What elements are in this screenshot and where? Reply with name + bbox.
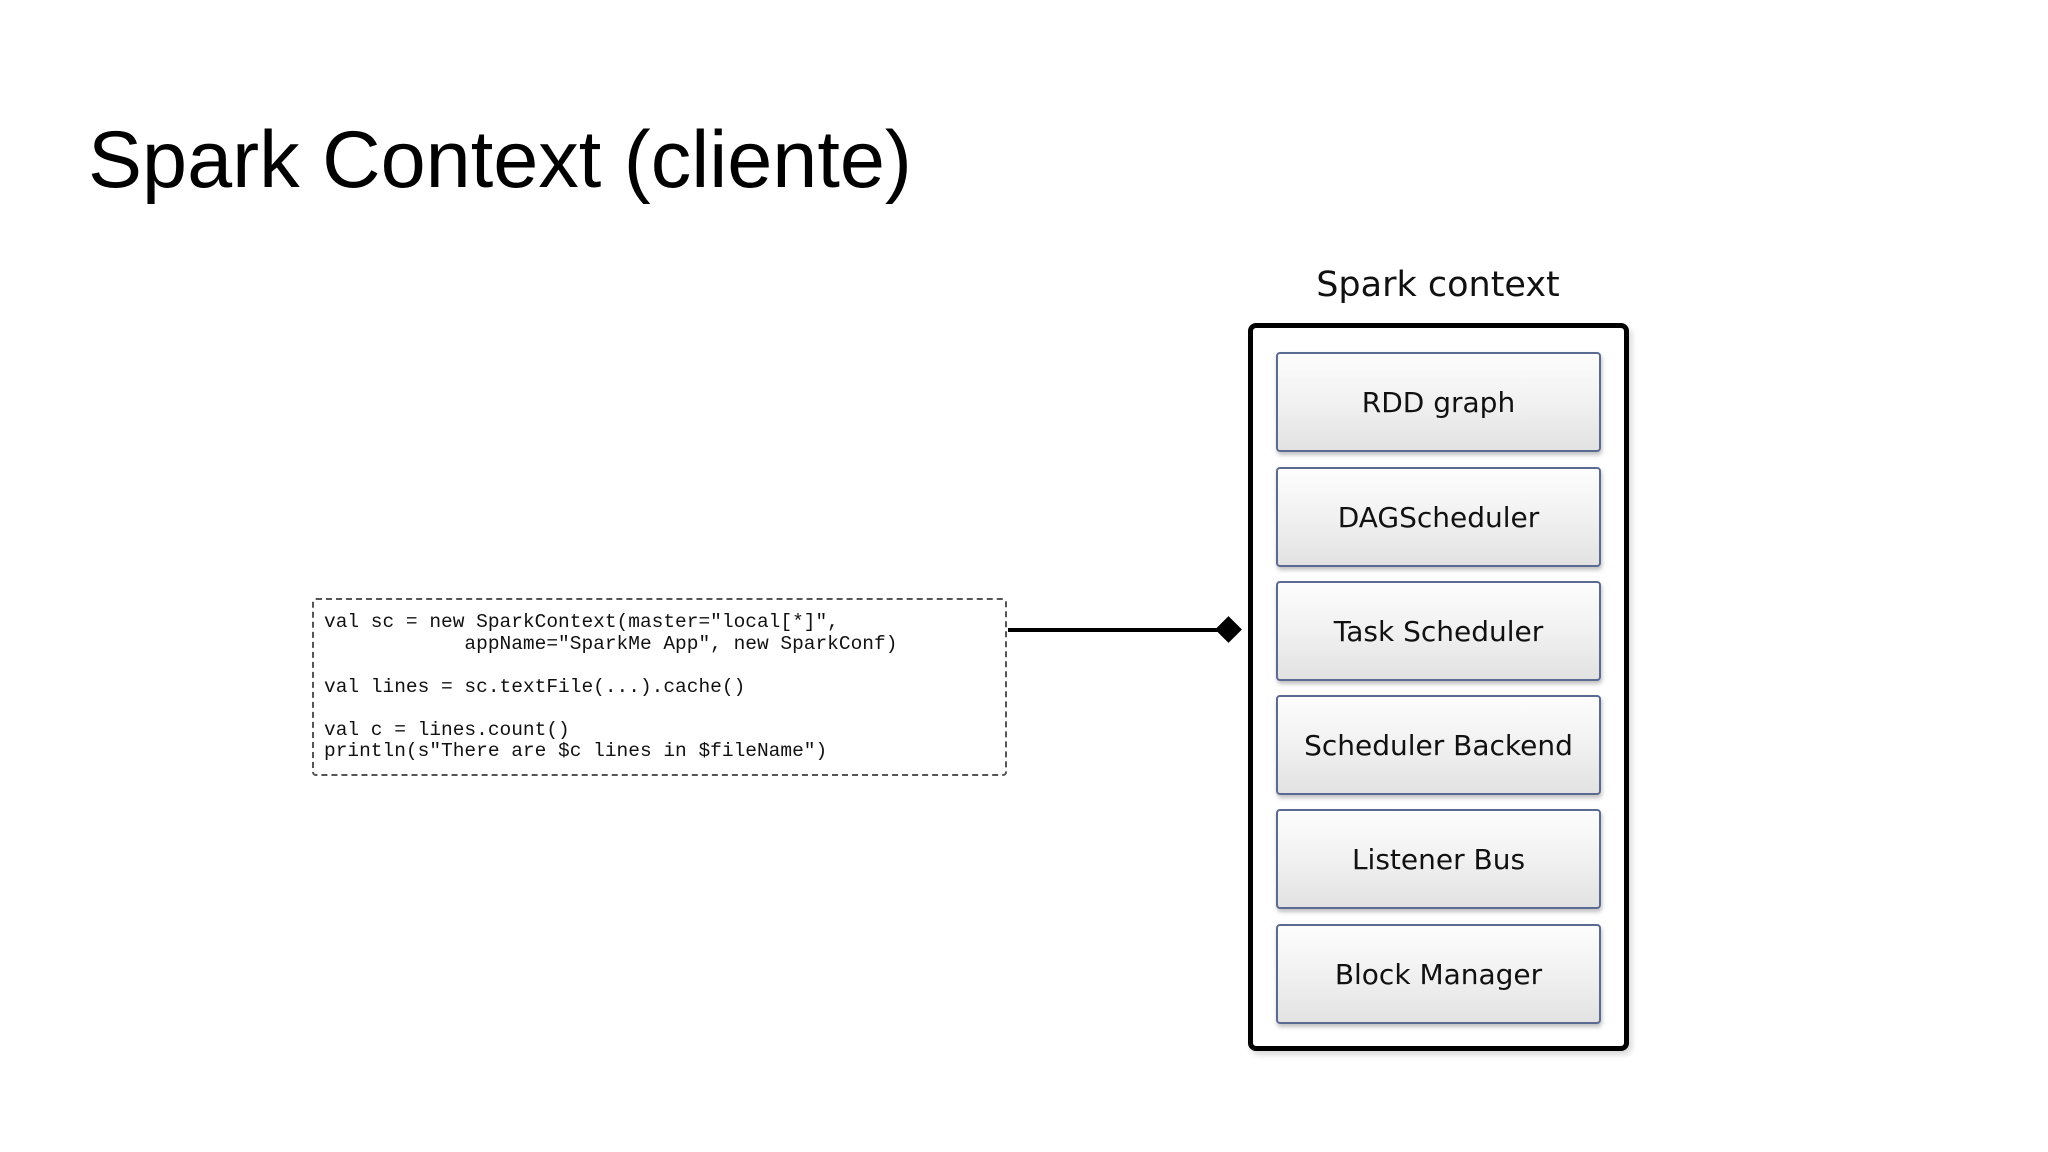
spark-context-title: Spark context bbox=[1316, 265, 1560, 305]
component-dag-scheduler: DAGScheduler bbox=[1276, 467, 1601, 567]
component-listener-bus: Listener Bus bbox=[1276, 809, 1601, 909]
component-block-manager: Block Manager bbox=[1276, 924, 1601, 1024]
component-rdd-graph: RDD graph bbox=[1276, 352, 1601, 452]
code-line bbox=[324, 698, 1005, 720]
code-snippet-box: val sc = new SparkContext(master="local[… bbox=[312, 598, 1007, 776]
code-line: println(s"There are $c lines in $fileNam… bbox=[324, 740, 828, 762]
code-line: val lines = sc.textFile(...).cache() bbox=[324, 675, 746, 698]
code-line: val c = lines.count() bbox=[324, 718, 570, 741]
code-line: appName="SparkMe App", new SparkConf) bbox=[324, 632, 898, 655]
slide-title: Spark Context (cliente) bbox=[88, 115, 912, 205]
component-task-scheduler: Task Scheduler bbox=[1276, 581, 1601, 681]
code-line bbox=[324, 655, 1005, 677]
code-line: val sc = new SparkContext(master="local[… bbox=[324, 611, 839, 633]
component-scheduler-backend: Scheduler Backend bbox=[1276, 695, 1601, 795]
composition-diamond-icon bbox=[1215, 616, 1242, 643]
connector-line bbox=[1008, 628, 1230, 632]
